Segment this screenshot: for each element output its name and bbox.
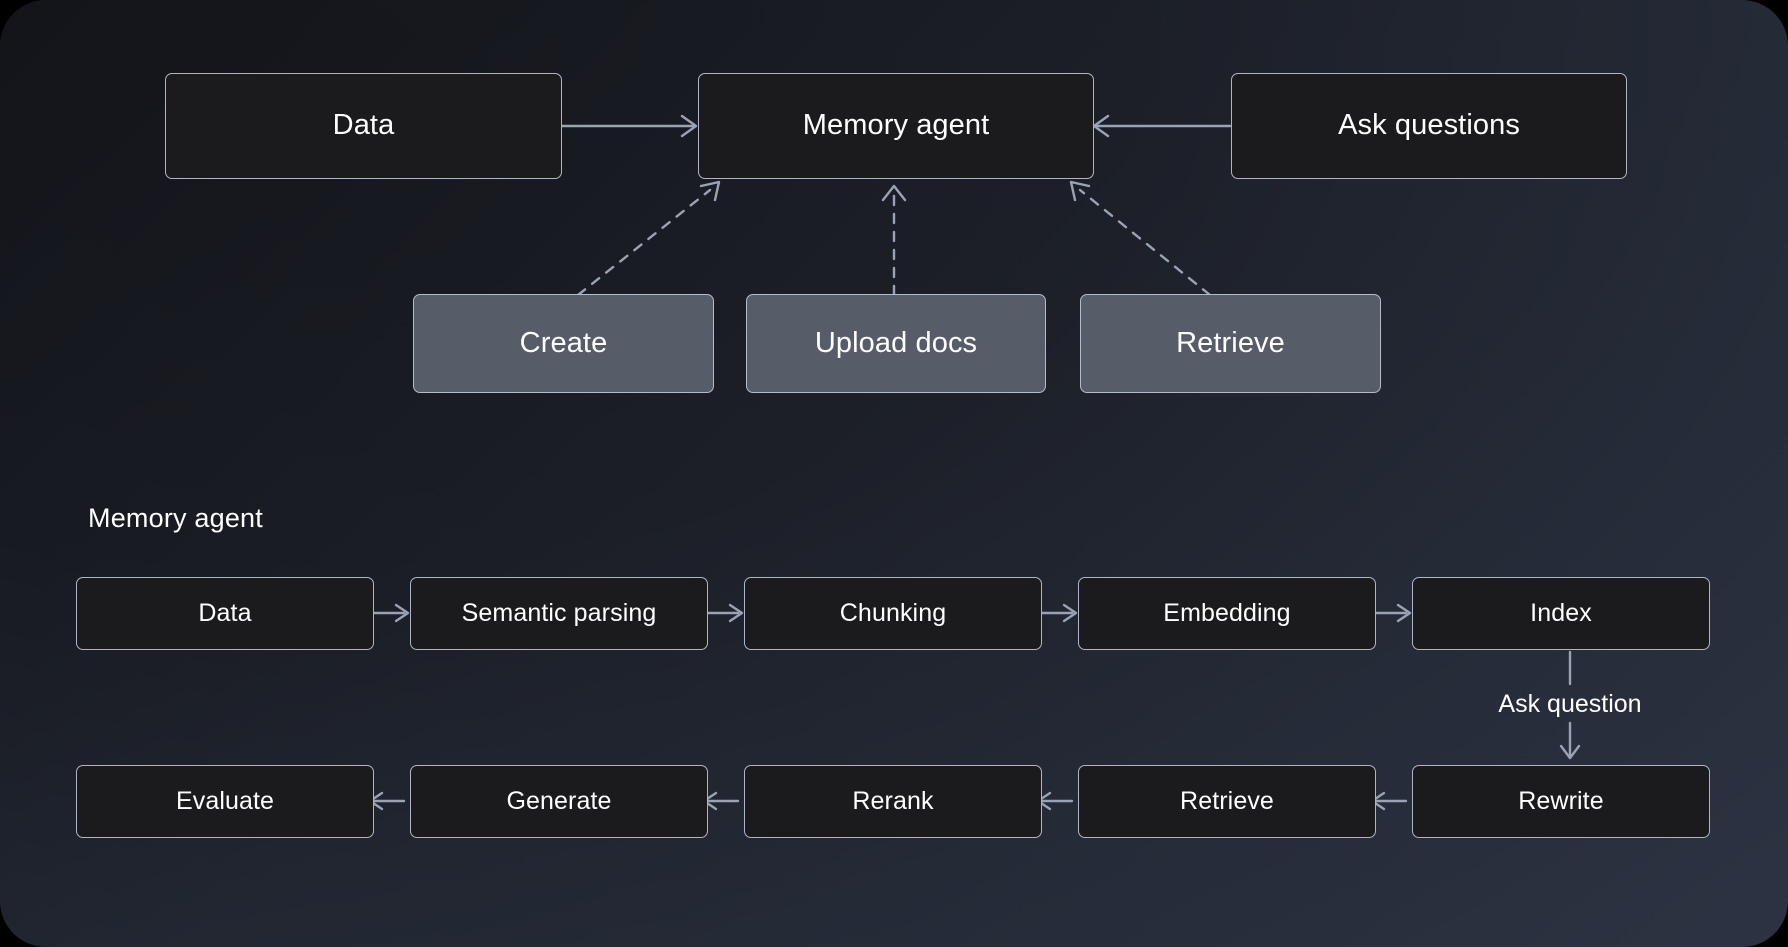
edge-data-to-semantic-parsing — [372, 603, 410, 623]
node-label: Retrieve — [1180, 786, 1274, 815]
pipeline-section-title: Memory agent — [88, 503, 263, 533]
edge-create-to-memory-agent — [576, 188, 712, 297]
edge-data-to-memory-agent — [560, 114, 698, 138]
node-upload-docs[interactable]: Upload docs — [746, 294, 1046, 393]
edge-retrieve-arrowhead — [1069, 180, 1091, 202]
node-data-overview[interactable]: Data — [165, 73, 562, 179]
pipeline-node-rerank[interactable]: Rerank — [744, 765, 1042, 838]
node-label: Upload docs — [814, 326, 978, 359]
node-label: Rerank — [852, 786, 934, 815]
node-label: Index — [1530, 598, 1592, 627]
pipeline-node-semantic-parsing[interactable]: Semantic parsing — [410, 577, 708, 650]
node-label: Create — [519, 326, 608, 359]
edge-index-to-rewrite — [1559, 650, 1581, 760]
node-create[interactable]: Create — [413, 294, 714, 393]
node-label: Generate — [506, 786, 612, 815]
edge-semantic-parsing-to-chunking — [706, 603, 744, 623]
node-label: Memory agent — [802, 109, 990, 142]
pipeline-node-chunking[interactable]: Chunking — [744, 577, 1042, 650]
edge-create-arrowhead — [699, 180, 721, 202]
connector-label-ask-question: Ask question — [1498, 690, 1642, 718]
edge-chunking-to-embedding — [1040, 603, 1078, 623]
pipeline-node-rewrite[interactable]: Rewrite — [1412, 765, 1710, 838]
node-label: Retrieve — [1176, 326, 1285, 359]
edge-upload-docs-arrowhead — [881, 184, 907, 202]
pipeline-node-index[interactable]: Index — [1412, 577, 1710, 650]
edge-ask-questions-to-memory-agent — [1092, 114, 1232, 138]
node-label: Data — [198, 598, 252, 627]
pipeline-node-embedding[interactable]: Embedding — [1078, 577, 1376, 650]
pipeline-node-generate[interactable]: Generate — [410, 765, 708, 838]
node-memory-agent-overview[interactable]: Memory agent — [698, 73, 1094, 179]
node-label: Embedding — [1163, 598, 1291, 627]
pipeline-node-evaluate[interactable]: Evaluate — [76, 765, 374, 838]
node-ask-questions[interactable]: Ask questions — [1231, 73, 1627, 179]
node-label: Rewrite — [1518, 786, 1604, 815]
node-label: Chunking — [839, 598, 947, 627]
node-retrieve-overview[interactable]: Retrieve — [1080, 294, 1381, 393]
pipeline-node-data[interactable]: Data — [76, 577, 374, 650]
edge-embedding-to-index — [1374, 603, 1412, 623]
node-label: Semantic parsing — [461, 598, 657, 627]
edge-retrieve-to-memory-agent — [1078, 188, 1212, 297]
pipeline-node-retrieve[interactable]: Retrieve — [1078, 765, 1376, 838]
node-label: Evaluate — [175, 786, 275, 815]
node-label: Ask questions — [1338, 109, 1520, 142]
node-label: Data — [332, 109, 395, 142]
